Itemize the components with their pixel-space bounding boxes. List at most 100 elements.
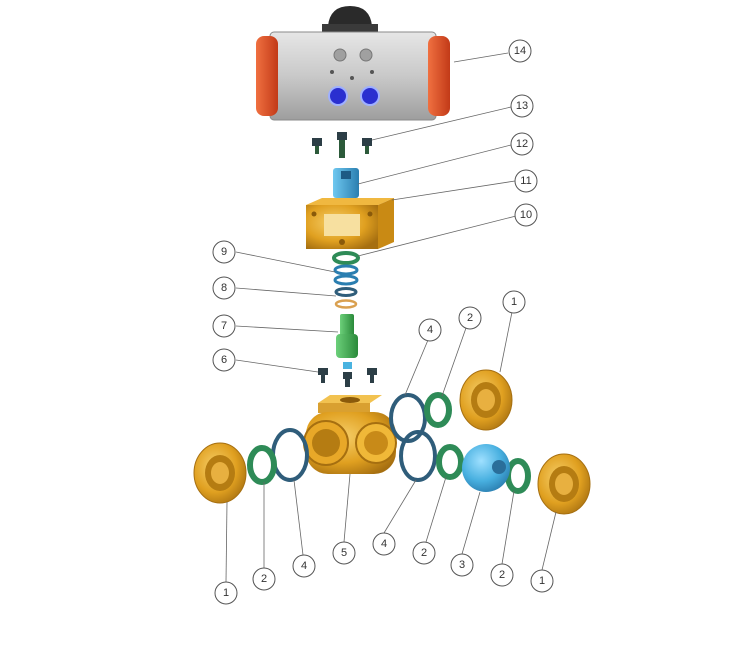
actuator-air-port-icon: [328, 86, 348, 106]
callout-label: 3: [459, 559, 465, 571]
callout-8: 8: [212, 276, 236, 300]
seat-2-left: [247, 445, 277, 485]
bracket-hole: [339, 239, 345, 245]
callout-4-upper: 4: [418, 318, 442, 342]
bolt: [337, 132, 347, 140]
callout-label: 8: [221, 282, 227, 294]
ring-9: [333, 274, 359, 286]
callout-label: 10: [520, 209, 532, 221]
callout-label: 5: [341, 547, 347, 559]
bolt: [370, 375, 374, 383]
callout-9: 9: [212, 240, 236, 264]
callout-4-lower: 4: [372, 532, 396, 556]
o-ring-4-lower: [399, 430, 437, 482]
actuator-hole: [330, 70, 334, 74]
callout-label: 2: [261, 573, 267, 585]
actuator-body: [269, 31, 437, 121]
callout-7: 7: [212, 314, 236, 338]
callout-12: 12: [510, 132, 534, 156]
callout-label: 4: [301, 560, 307, 572]
actuator-screw-icon: [359, 48, 373, 62]
ball-3-part: [462, 444, 510, 492]
bolt: [345, 379, 350, 387]
coupling-12-part: [333, 168, 359, 198]
callout-label: 4: [381, 538, 387, 550]
callout-label: 2: [499, 569, 505, 581]
end-connector-left: [193, 442, 247, 504]
bolt: [343, 372, 352, 379]
callout-label: 9: [221, 246, 227, 258]
bolt: [365, 146, 369, 154]
stem-top: [340, 314, 354, 336]
end-connectors-1-part: [193, 369, 591, 515]
callout-5: 5: [332, 541, 356, 565]
callout-2-upper: 2: [458, 306, 482, 330]
callout-label: 2: [421, 547, 427, 559]
actuator-screw-icon: [333, 48, 347, 62]
callout-3: 3: [450, 553, 474, 577]
seats-2-part: [247, 392, 531, 494]
callout-1-right: 1: [530, 569, 554, 593]
callout-11: 11: [514, 169, 538, 193]
callout-label: 12: [516, 138, 528, 150]
callout-13: 13: [510, 94, 534, 118]
callout-4-left: 4: [292, 554, 316, 578]
seat-2-upper: [424, 392, 452, 428]
o-ring-4-left: [271, 428, 309, 482]
callout-label: 1: [539, 575, 545, 587]
valve-top-flange-front: [318, 403, 370, 413]
bracket-hole: [367, 211, 373, 217]
actuator-indicator-base: [322, 24, 378, 32]
callout-label: 6: [221, 354, 227, 366]
ball: [462, 444, 510, 492]
bolt: [343, 362, 352, 369]
bolt: [312, 138, 322, 146]
bracket-side: [378, 198, 394, 249]
seat-2-right: [505, 458, 531, 494]
callout-label: 7: [221, 320, 227, 332]
bracket-top: [306, 198, 394, 205]
coupling: [333, 168, 359, 198]
rings-10-9-8-part: [332, 251, 360, 309]
valve-top-opening: [340, 397, 360, 403]
ring-8: [334, 287, 358, 297]
callout-2-right: 2: [490, 563, 514, 587]
ring-10: [332, 251, 360, 265]
bolt: [318, 368, 328, 375]
callout-label: 14: [514, 45, 526, 57]
callout-6: 6: [212, 348, 236, 372]
bolt: [362, 138, 372, 146]
bolt: [315, 146, 319, 154]
valve-port-left-inner: [312, 429, 340, 457]
leader-lines: [225, 52, 557, 583]
end-connector-upper: [459, 369, 513, 431]
callout-label: 4: [427, 324, 433, 336]
bracket-window: [324, 214, 360, 236]
bracket-hole: [311, 211, 317, 217]
actuator-end-cap-right: [428, 36, 450, 116]
o-ring-4-upper: [389, 393, 427, 443]
stem-7-part: [336, 314, 358, 358]
bolt: [339, 140, 345, 158]
ball-port: [492, 460, 506, 474]
actuator-air-port-icon: [360, 86, 380, 106]
callout-label: 11: [520, 175, 531, 187]
bracket-11-part: [306, 198, 394, 249]
bolt: [367, 368, 377, 375]
callout-1-left: 1: [214, 581, 238, 605]
bolts-6-part: [318, 362, 377, 387]
end-connector-right: [537, 453, 591, 515]
callout-14: 14: [508, 39, 532, 63]
callout-label: 13: [516, 100, 528, 112]
actuator-hole: [370, 70, 374, 74]
callout-1-upper: 1: [502, 290, 526, 314]
callout-label: 1: [223, 587, 229, 599]
seat-2-mid: [436, 444, 464, 480]
ring-8: [334, 299, 358, 309]
callout-label: 2: [467, 312, 473, 324]
callout-label: 1: [511, 296, 517, 308]
actuator-part: [256, 6, 450, 121]
bolt: [321, 375, 325, 383]
